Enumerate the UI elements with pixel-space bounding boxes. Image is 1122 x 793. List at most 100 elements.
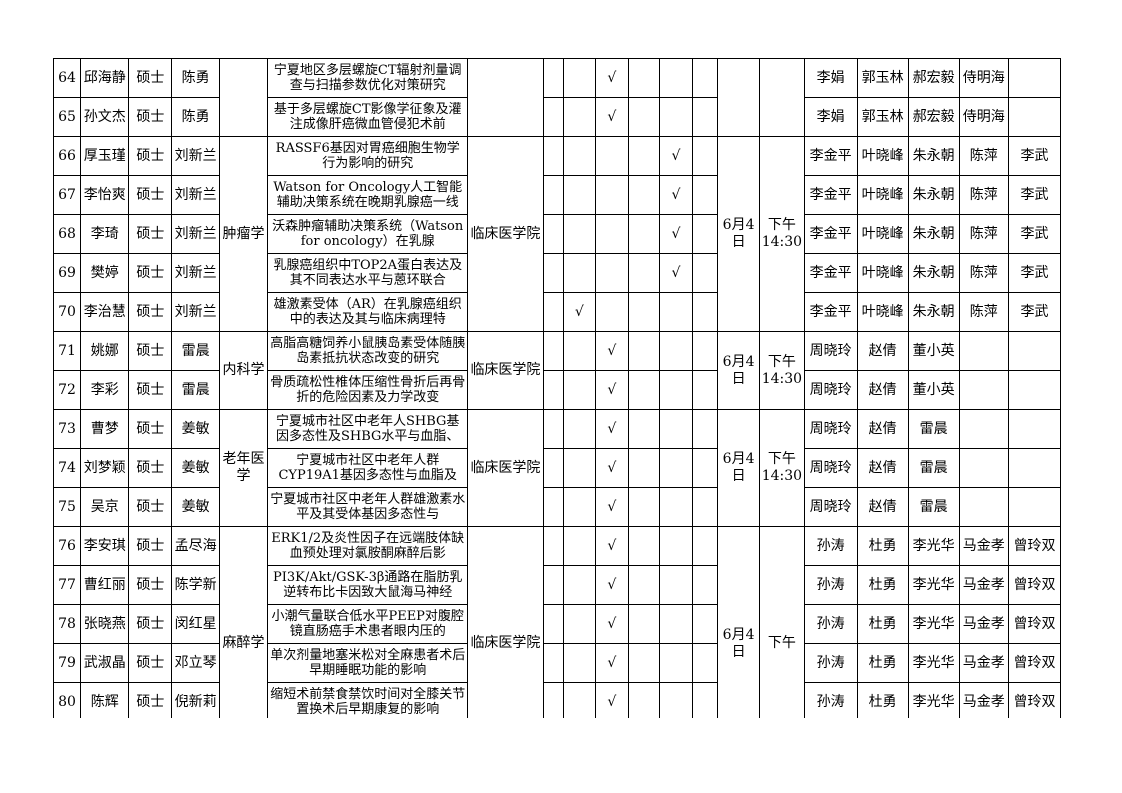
examiner-cell: 马金孝 — [958, 526, 1009, 566]
examiner-cell: 李金平 — [803, 292, 858, 332]
examiner-cell: 李娟 — [803, 97, 858, 137]
row-number-cell: 77 — [53, 565, 82, 605]
row-number-cell: 69 — [53, 253, 82, 293]
thesis-topic-cell: 宁夏地区多层螺旋CT辐射剂量调查与扫描参数优化对策研究 — [267, 58, 469, 98]
defense-time-cell: 下午14:30 — [759, 409, 805, 527]
thesis-topic-cell: PI3K/Akt/GSK-3β通路在脂肪乳逆转布比卡因致大鼠海马神经 — [267, 565, 469, 605]
rating-check-cell — [691, 682, 719, 718]
rating-check-cell — [627, 604, 661, 644]
student-name-cell: 李治慧 — [80, 292, 130, 332]
examiner-cell: 朱永朝 — [907, 292, 960, 332]
row-number-cell: 68 — [53, 214, 82, 254]
examiner-cell: 周晓玲 — [803, 487, 858, 527]
examiner-cell: 周晓玲 — [803, 370, 858, 410]
thesis-topic-cell: 雄激素受体（AR）在乳腺癌组织中的表达及其与临床病理特 — [267, 292, 469, 332]
examiner-cell — [958, 448, 1009, 488]
thesis-topic-cell: 单次剂量地塞米松对全麻患者术后早期睡眠功能的影响 — [267, 643, 469, 683]
rating-check-cell — [595, 175, 629, 215]
degree-cell: 硕士 — [128, 97, 173, 137]
rating-check-cell — [659, 565, 693, 605]
rating-check-cell — [595, 253, 629, 293]
college-cell: 临床医学院 — [467, 409, 544, 527]
student-name-cell: 厚玉瑾 — [80, 136, 130, 176]
thesis-topic-cell: 缩短术前禁食禁饮时间对全膝关节置换术后早期康复的影响 — [267, 682, 469, 718]
examiner-cell: 李光华 — [907, 643, 960, 683]
thesis-topic-cell: ERK1/2及炎性因子在远端肢体缺血预处理对氯胺酮麻醉后影 — [267, 526, 469, 566]
advisor-cell: 刘新兰 — [171, 175, 220, 215]
major-cell: 老年医学 — [218, 409, 269, 527]
rating-check-cell — [542, 58, 564, 98]
rating-check-cell — [627, 292, 661, 332]
degree-cell: 硕士 — [128, 136, 173, 176]
rating-check-cell — [562, 370, 597, 410]
rating-check-cell — [562, 526, 597, 566]
rating-check-cell: √ — [595, 331, 629, 371]
row-number-cell: 72 — [53, 370, 82, 410]
row-number-cell: 64 — [53, 58, 82, 98]
rating-check-cell — [542, 214, 564, 254]
rating-check-cell — [691, 175, 719, 215]
row-number-cell: 67 — [53, 175, 82, 215]
examiner-cell: 孙涛 — [803, 526, 858, 566]
rating-check-cell: √ — [595, 97, 629, 137]
thesis-topic-text: ERK1/2及炎性因子在远端肢体缺血预处理对氯胺酮麻醉后影 — [271, 531, 465, 561]
examiner-cell: 叶晓峰 — [856, 214, 909, 254]
rating-check-cell — [691, 409, 719, 449]
degree-cell: 硕士 — [128, 643, 173, 683]
major-cell — [218, 58, 269, 137]
rating-check-cell — [627, 448, 661, 488]
examiner-cell: 李武 — [1007, 175, 1061, 215]
student-name-cell: 曹红丽 — [80, 565, 130, 605]
examiner-cell: 侍明海 — [958, 97, 1009, 137]
rating-check-cell — [627, 409, 661, 449]
advisor-cell: 刘新兰 — [171, 214, 220, 254]
examiner-cell: 曾玲双 — [1007, 604, 1061, 644]
rating-check-cell — [562, 214, 597, 254]
examiner-cell: 李光华 — [907, 526, 960, 566]
college-cell: 临床医学院 — [467, 331, 544, 410]
examiner-cell: 孙涛 — [803, 604, 858, 644]
examiner-cell: 李武 — [1007, 136, 1061, 176]
rating-check-cell — [659, 448, 693, 488]
rating-check-cell — [659, 643, 693, 683]
examiner-cell — [1007, 331, 1061, 371]
degree-cell: 硕士 — [128, 58, 173, 98]
rating-check-cell — [562, 409, 597, 449]
rating-check-cell — [542, 526, 564, 566]
examiner-cell: 赵倩 — [856, 487, 909, 527]
examiner-cell — [958, 487, 1009, 527]
examiner-cell: 李光华 — [907, 565, 960, 605]
college-cell: 临床医学院 — [467, 526, 544, 718]
rating-check-cell — [627, 136, 661, 176]
rating-check-cell — [562, 643, 597, 683]
thesis-topic-text: 基于多层螺旋CT影像学征象及灌注成像肝癌微血管侵犯术前 — [273, 102, 462, 132]
major-cell: 麻醉学 — [218, 526, 269, 718]
rating-check-cell — [562, 448, 597, 488]
examiner-cell: 李金平 — [803, 214, 858, 254]
examiner-cell: 朱永朝 — [907, 136, 960, 176]
thesis-topic-text: 宁夏城市社区中老年人群雄激素水平及其受体基因多态性与 — [270, 492, 466, 522]
examiner-cell: 陈萍 — [958, 253, 1009, 293]
student-name-cell: 李彩 — [80, 370, 130, 410]
rating-check-cell — [691, 214, 719, 254]
advisor-cell: 姜敏 — [171, 448, 220, 488]
examiner-cell: 李金平 — [803, 136, 858, 176]
examiner-cell: 曾玲双 — [1007, 643, 1061, 683]
row-number-cell: 73 — [53, 409, 82, 449]
examiner-cell: 郝宏毅 — [907, 97, 960, 137]
rating-check-cell — [659, 682, 693, 718]
rating-check-cell — [542, 175, 564, 215]
row-number-cell: 71 — [53, 331, 82, 371]
rating-check-cell — [542, 409, 564, 449]
examiner-cell — [1007, 448, 1061, 488]
examiner-cell: 侍明海 — [958, 58, 1009, 98]
rating-check-cell — [562, 682, 597, 718]
student-name-cell: 张晓燕 — [80, 604, 130, 644]
rating-check-cell: √ — [595, 58, 629, 98]
